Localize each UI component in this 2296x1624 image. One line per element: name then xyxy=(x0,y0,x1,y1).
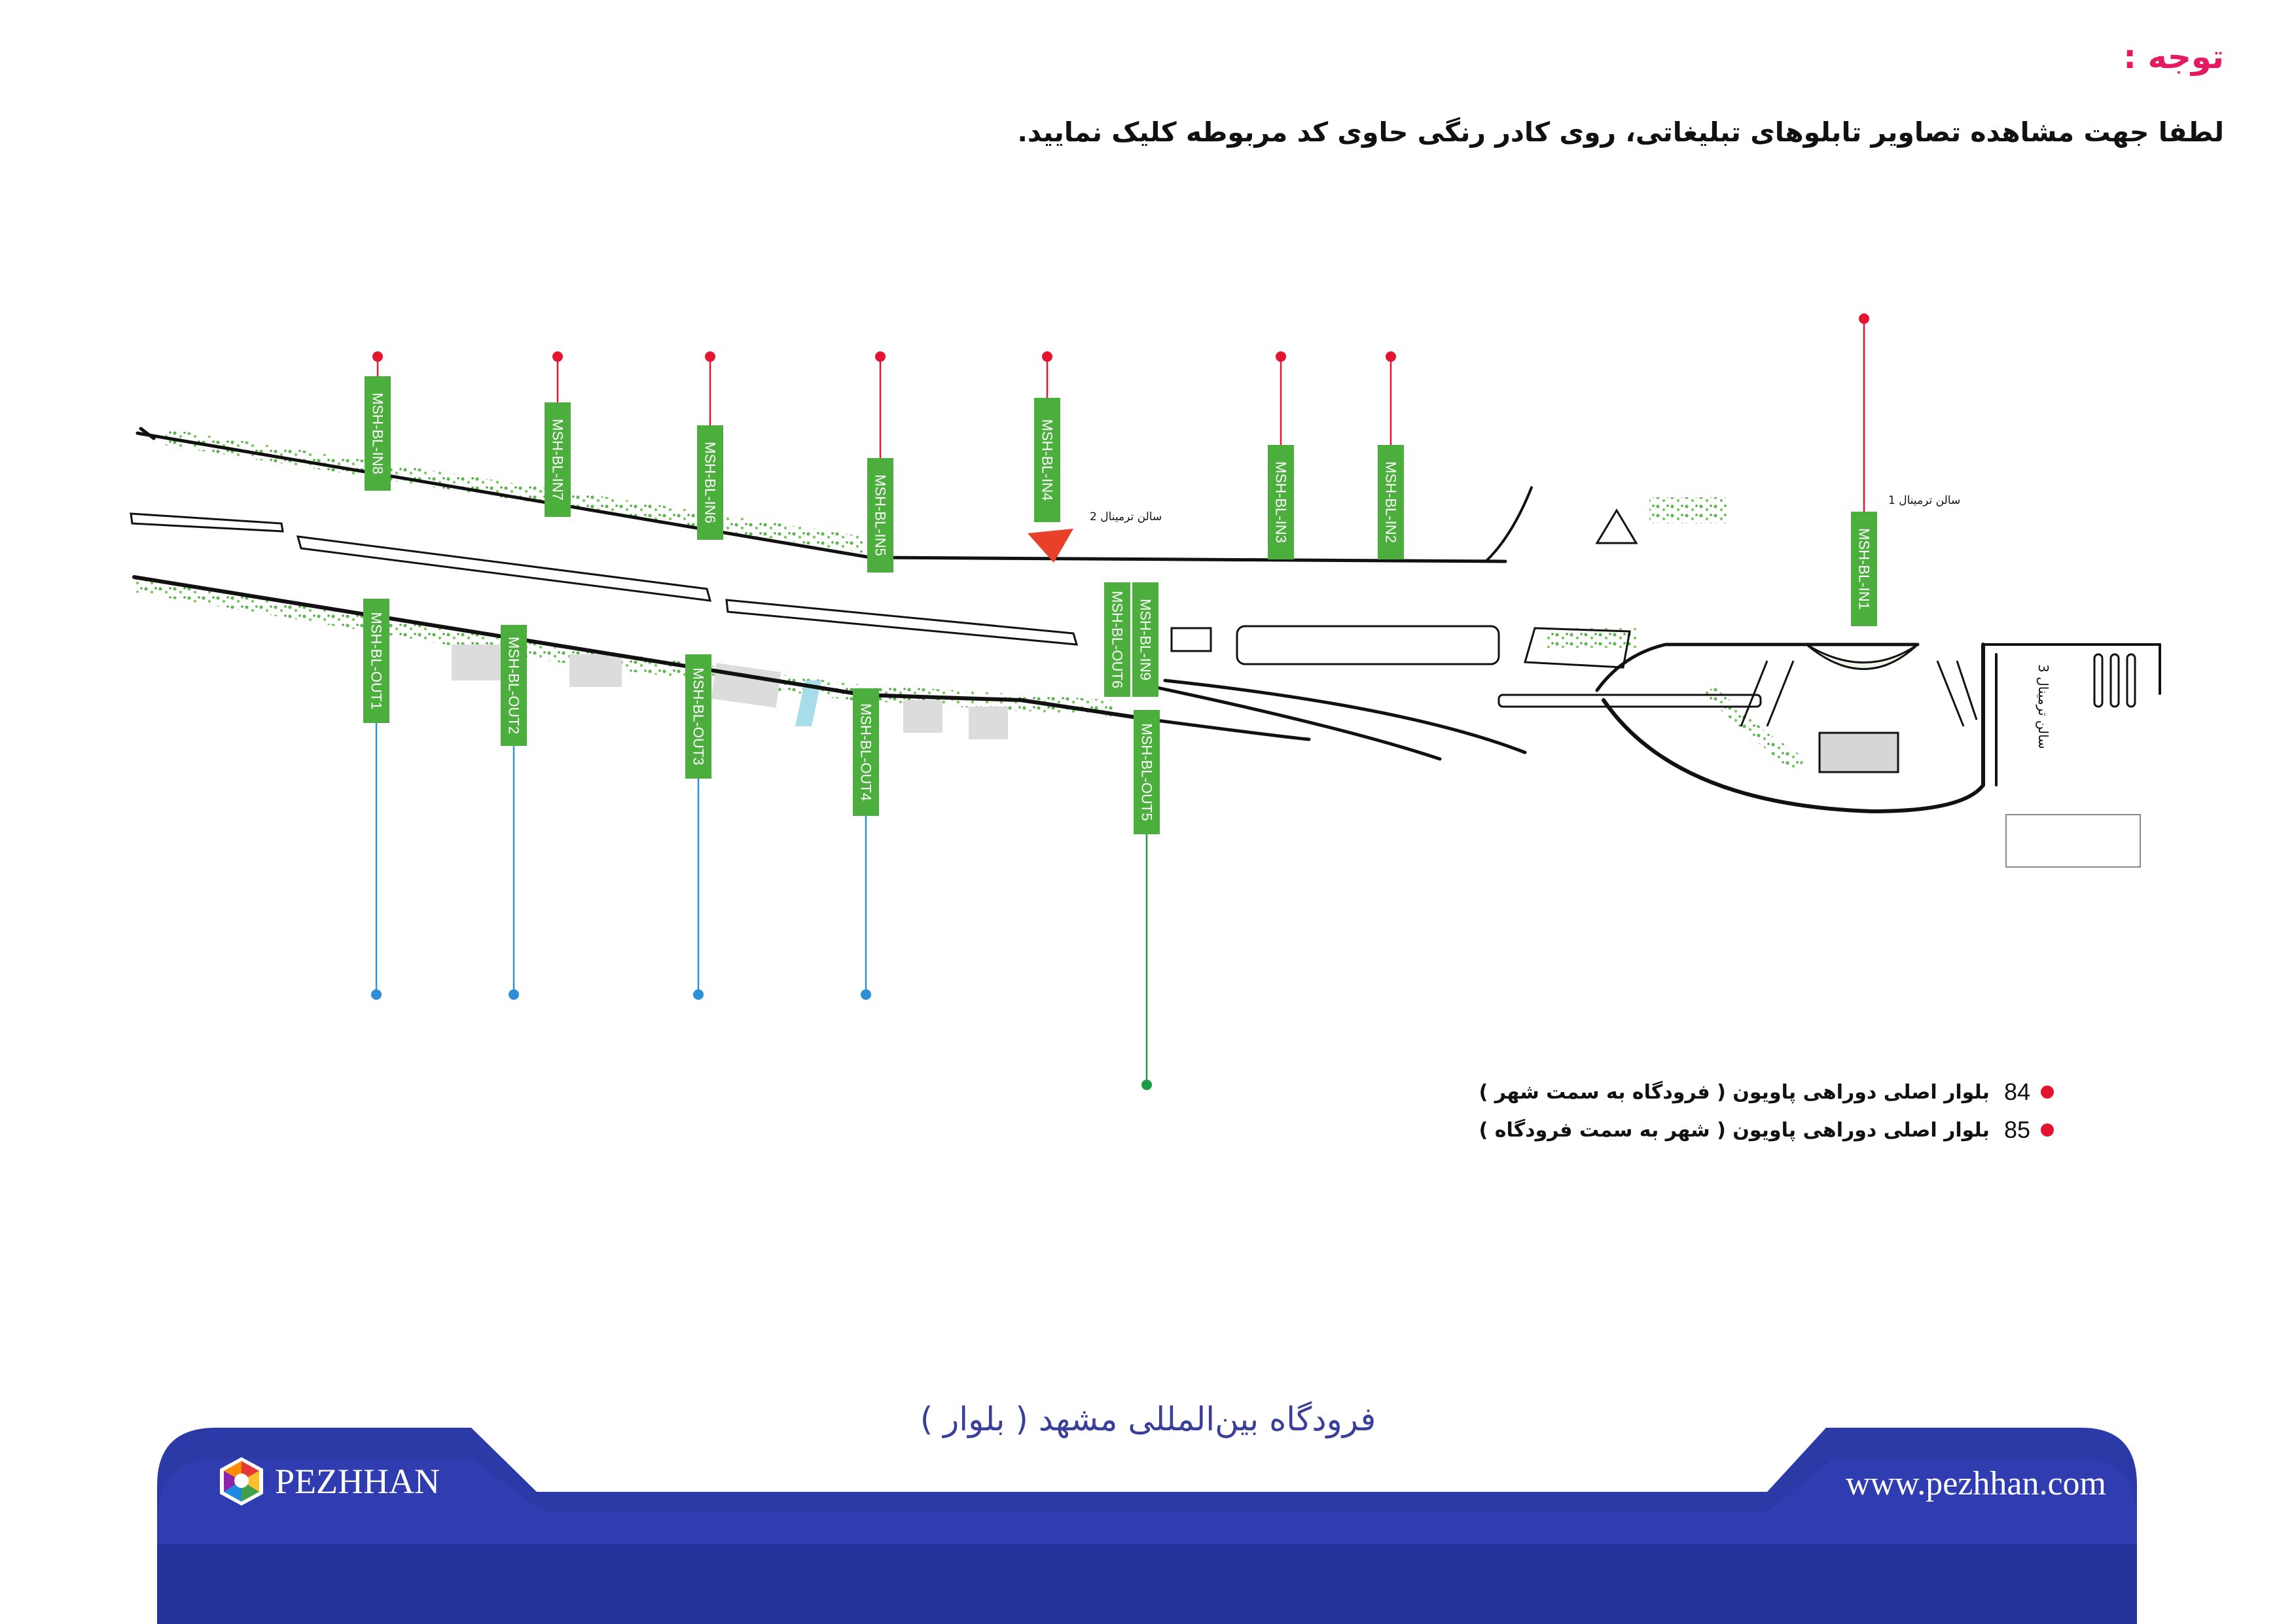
red-dot-icon xyxy=(2041,1086,2054,1099)
billboard-code: MSH-BL-IN8 xyxy=(370,393,386,474)
billboard-msh-bl-in8[interactable]: MSH-BL-IN8 xyxy=(365,376,391,491)
billboard-code: MSH-BL-OUT4 xyxy=(858,703,874,801)
billboard-msh-bl-out6[interactable]: MSH-BL-OUT6 xyxy=(1104,582,1130,697)
billboard-box[interactable] xyxy=(545,402,571,517)
billboards-layer: MSH-BL-IN1 MSH-BL-IN2 MSH-BL-IN3 MSH-BL-IN4… xyxy=(363,313,1877,1090)
billboard-msh-bl-out2[interactable]: MSH-BL-OUT2 xyxy=(501,625,527,746)
billboard-msh-bl-out5[interactable]: MSH-BL-OUT5 xyxy=(1134,710,1160,834)
pin-dot-icon xyxy=(372,351,383,362)
billboard-msh-bl-in1[interactable]: MSH-BL-IN1 xyxy=(1851,512,1877,626)
billboard-box[interactable] xyxy=(1134,710,1160,834)
terminal-2-label: سالن ترمینال 2 xyxy=(1090,510,1162,523)
pin-dot-icon xyxy=(552,351,563,362)
billboard-msh-bl-out1[interactable]: MSH-BL-OUT1 xyxy=(363,599,389,723)
billboard-code: MSH-BL-IN9 xyxy=(1138,599,1154,680)
billboard-box[interactable] xyxy=(1132,582,1158,697)
terminal-3-label: سالن ترمینال 3 xyxy=(2036,664,2051,749)
notice-title: توجه : xyxy=(2123,38,2224,76)
billboard-code: MSH-BL-OUT3 xyxy=(691,667,707,765)
map-title: فرودگاه بین‌المللی مشهد ( بلوار ) xyxy=(920,1400,1376,1438)
billboard-code: MSH-BL-IN5 xyxy=(872,474,889,556)
billboard-msh-bl-out4[interactable]: MSH-BL-OUT4 xyxy=(853,688,879,816)
billboard-box[interactable] xyxy=(1851,512,1877,626)
water-channel xyxy=(795,680,821,726)
billboard-box[interactable] xyxy=(853,688,879,816)
footer-band xyxy=(157,1428,2137,1624)
billboard-box[interactable] xyxy=(501,625,527,746)
billboard-box[interactable] xyxy=(1378,445,1404,559)
billboard-code: MSH-BL-IN7 xyxy=(550,419,566,501)
notice-text: لطفا جهت مشاهده تصاویر تابلوهای تبلیغاتی… xyxy=(1017,116,2224,148)
legend-text: بلوار اصلی دوراهی پاویون ( فرودگاه به سم… xyxy=(1479,1080,1990,1104)
legend: 84 بلوار اصلی دوراهی پاویون ( فرودگاه به… xyxy=(1479,1073,2054,1149)
billboard-box[interactable] xyxy=(1034,398,1060,522)
pezhhan-logo-icon xyxy=(220,1457,263,1506)
billboard-msh-bl-in4[interactable]: MSH-BL-IN4 xyxy=(1034,398,1060,522)
pin-dot-icon xyxy=(861,989,871,1000)
billboard-msh-bl-in6[interactable]: MSH-BL-IN6 xyxy=(697,425,723,540)
legend-item: 85 بلوار اصلی دوراهی پاویون ( شهر به سمت… xyxy=(1479,1111,2054,1149)
billboard-code: MSH-BL-OUT5 xyxy=(1139,723,1155,821)
pin-dot-icon xyxy=(875,351,886,362)
billboard-box[interactable] xyxy=(867,458,893,573)
pin-dot-icon xyxy=(1276,351,1286,362)
boulevard-map: سالن ترمینال 1 سالن ترمینال 2 سالن ترمین… xyxy=(130,313,2161,1090)
brand-name: PEZHHAN xyxy=(275,1462,440,1501)
legend-number: 85 xyxy=(2003,1116,2030,1143)
pin-dot-icon xyxy=(1386,351,1396,362)
terminal-3-box xyxy=(2005,814,2141,868)
billboard-box[interactable] xyxy=(365,376,391,491)
terminal-1-label: سالن ترمینال 1 xyxy=(1888,494,1960,507)
billboard-code: MSH-BL-OUT2 xyxy=(506,637,522,734)
billboard-code: MSH-BL-IN4 xyxy=(1039,419,1056,501)
legend-number: 84 xyxy=(2003,1078,2030,1105)
brand[interactable]: PEZHHAN xyxy=(216,1456,440,1507)
billboard-box[interactable] xyxy=(685,654,711,779)
billboard-box[interactable] xyxy=(697,425,723,540)
legend-text: بلوار اصلی دوراهی پاویون ( شهر به سمت فر… xyxy=(1479,1118,1990,1142)
billboard-msh-bl-in9[interactable]: MSH-BL-IN9 xyxy=(1132,582,1158,697)
pin-dot-icon xyxy=(693,989,704,1000)
billboard-code: MSH-BL-IN1 xyxy=(1856,528,1873,610)
billboard-code: MSH-BL-IN2 xyxy=(1383,461,1399,543)
legend-item: 84 بلوار اصلی دوراهی پاویون ( فرودگاه به… xyxy=(1479,1073,2054,1111)
billboard-code: MSH-BL-IN6 xyxy=(702,442,719,523)
billboard-box[interactable] xyxy=(363,599,389,723)
red-dot-icon xyxy=(2041,1123,2054,1137)
parking-fingers xyxy=(2093,653,2136,708)
billboard-msh-bl-in5[interactable]: MSH-BL-IN5 xyxy=(867,458,893,573)
pin-dot-icon xyxy=(1042,351,1052,362)
terminal-1-area xyxy=(1740,643,1978,773)
pin-dot-icon xyxy=(1141,1080,1152,1090)
pin-dot-icon xyxy=(705,351,715,362)
terminal-2-marker xyxy=(1028,529,1073,563)
billboard-box[interactable] xyxy=(1268,445,1294,559)
website-link[interactable]: www.pezhhan.com xyxy=(1845,1465,2106,1502)
billboard-msh-bl-in3[interactable]: MSH-BL-IN3 xyxy=(1268,445,1294,559)
billboard-msh-bl-in7[interactable]: MSH-BL-IN7 xyxy=(545,402,571,517)
pin-dot-icon xyxy=(371,989,382,1000)
billboard-box[interactable] xyxy=(1104,582,1130,697)
billboard-code: MSH-BL-OUT6 xyxy=(1109,591,1126,688)
billboard-code: MSH-BL-OUT1 xyxy=(368,612,385,709)
billboard-msh-bl-in2[interactable]: MSH-BL-IN2 xyxy=(1378,445,1404,559)
medians xyxy=(130,508,1762,708)
pin-dot-icon xyxy=(509,989,519,1000)
pin-dot-icon xyxy=(1859,313,1869,324)
billboard-code: MSH-BL-IN3 xyxy=(1273,461,1289,543)
billboard-msh-bl-out3[interactable]: MSH-BL-OUT3 xyxy=(685,654,711,779)
